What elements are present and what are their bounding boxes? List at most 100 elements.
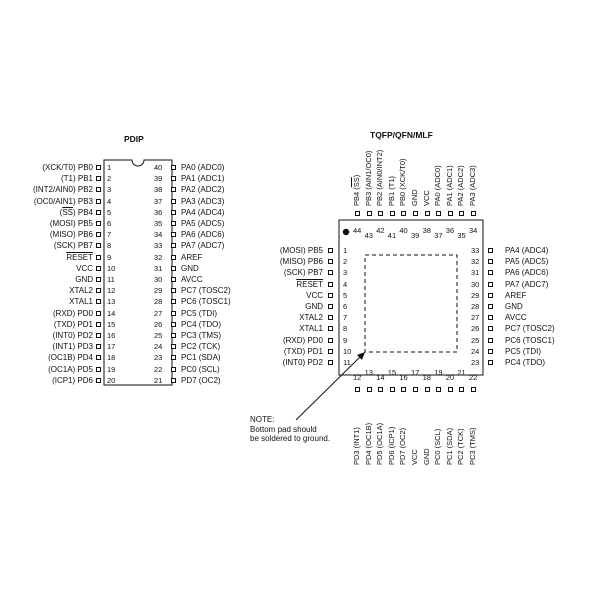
exposed-pad bbox=[364, 254, 458, 353]
pdip-pin-label: (T1) PB1 bbox=[60, 174, 93, 184]
tqfp-pin-pad bbox=[488, 281, 493, 287]
tqfp-pin-label: XTAL2 bbox=[299, 313, 323, 323]
tqfp-pin-number: 10 bbox=[343, 346, 352, 356]
pdip-pin-number: 17 bbox=[107, 342, 116, 352]
tqfp-pin-label: GND bbox=[410, 189, 419, 206]
pdip-pin-pad bbox=[96, 176, 101, 182]
pdip-pin-number: 20 bbox=[107, 375, 116, 385]
pdip-pin-number: 22 bbox=[154, 364, 163, 374]
pdip-pin-pad bbox=[96, 277, 101, 282]
tqfp-pin-pad bbox=[488, 348, 493, 354]
pdip-pin-label: (XCK/T0) PB0 bbox=[42, 163, 93, 172]
tqfp-pin-pad bbox=[488, 315, 493, 321]
pdip-pin-number: 29 bbox=[154, 286, 163, 296]
pdip-pin-number: 32 bbox=[154, 252, 163, 262]
pdip-pin-label: XTAL2 bbox=[69, 286, 93, 296]
pdip-pin-pad bbox=[171, 355, 176, 361]
tqfp-pin-number: 17 bbox=[411, 368, 420, 377]
pdip-body bbox=[103, 159, 173, 386]
pdip-pin-label: (OC1A) PD5 bbox=[48, 364, 93, 374]
tqfp-pin-number: 6 bbox=[343, 302, 348, 311]
tqfp-pin-label: PB1 (T1) bbox=[386, 175, 396, 206]
tqfp-pin-number: 22 bbox=[469, 373, 478, 382]
tqfp-pin-number: 15 bbox=[387, 368, 397, 377]
pdip-pin-label: PC0 (SCL) bbox=[181, 364, 220, 374]
pin1-marker bbox=[342, 228, 350, 236]
tqfp-pin-pad bbox=[328, 259, 333, 265]
tqfp-pin-number: 5 bbox=[343, 290, 348, 300]
tqfp-pin-label: PC3 (TMS) bbox=[468, 427, 477, 466]
pdip-pin-number: 37 bbox=[154, 196, 163, 206]
tqfp-pin-number: 14 bbox=[376, 373, 385, 382]
tqfp-pin-number: 8 bbox=[343, 324, 348, 334]
tqfp-pin-pad bbox=[328, 348, 333, 354]
note-arrow-head bbox=[357, 352, 365, 360]
pdip-pin-pad bbox=[171, 198, 176, 204]
tqfp-pin-label: PB0 (XCK/T0) bbox=[398, 158, 408, 206]
pdip-pin-label: PA1 (ADC1) bbox=[181, 174, 225, 184]
tqfp-pin-pad bbox=[413, 211, 418, 216]
pdip-pin-pad bbox=[96, 355, 101, 361]
tqfp-pin-label: PC2 (TCK) bbox=[456, 428, 466, 465]
pdip-pin-label: (OC0/AIN1) PB3 bbox=[33, 196, 93, 206]
pdip-pin-label: VCC bbox=[76, 263, 93, 273]
pdip-pin-number: 18 bbox=[107, 353, 116, 363]
tqfp-pin-label: PC7 (TOSC2) bbox=[505, 324, 555, 334]
tqfp-pin-pad bbox=[447, 211, 453, 216]
tqfp-pin-pad bbox=[471, 211, 476, 216]
pdip-pin-pad bbox=[96, 254, 101, 260]
tqfp-pin-label: VCC bbox=[306, 290, 323, 300]
pdip-pin-number: 16 bbox=[107, 331, 116, 340]
pdip-pin-pad bbox=[171, 221, 176, 226]
tqfp-pin-label: VCC bbox=[421, 190, 431, 206]
pdip-pin-pad bbox=[171, 176, 176, 182]
tqfp-pin-number: 23 bbox=[471, 358, 480, 367]
tqfp-pin-label: PB4 (SS) bbox=[352, 174, 361, 206]
pdip-pin-label: (OC1B) PD4 bbox=[48, 353, 93, 363]
tqfp-pin-pad bbox=[488, 326, 493, 332]
pdip-pin-pad bbox=[96, 198, 101, 204]
pdip-pin-label: (INT2/AIN0) PB2 bbox=[32, 185, 93, 195]
tqfp-pin-label: RESET bbox=[296, 279, 323, 289]
bottom-pad-note: NOTE: Bottom pad should be soldered to g… bbox=[250, 415, 331, 443]
tqfp-pin-label: (MOSI) PB5 bbox=[279, 246, 323, 255]
pdip-pin-number: 11 bbox=[107, 275, 115, 284]
tqfp-pin-pad bbox=[401, 211, 407, 216]
tqfp-pin-number: 11 bbox=[343, 358, 351, 367]
tqfp-title: TQFP/QFN/MLF bbox=[370, 130, 433, 140]
tqfp-pin-pad bbox=[459, 387, 465, 392]
tqfp-pin-number: 34 bbox=[469, 226, 478, 235]
pdip-pin-label: AVCC bbox=[181, 275, 203, 284]
pdip-pin-label: PA0 (ADC0) bbox=[181, 163, 225, 172]
tqfp-pin-pad bbox=[328, 360, 333, 365]
tqfp-pin-label: PC6 (TOSC1) bbox=[505, 335, 555, 345]
pdip-pin-number: 30 bbox=[154, 275, 163, 284]
tqfp-pin-pad bbox=[366, 211, 372, 216]
pdip-pin-pad bbox=[171, 209, 176, 215]
tqfp-pin-pad bbox=[424, 211, 430, 216]
pdip-pin-pad bbox=[96, 344, 101, 350]
tqfp-pin-pad bbox=[424, 387, 430, 392]
tqfp-pin-pad bbox=[378, 211, 384, 216]
pdip-pin-label: GND bbox=[75, 275, 93, 284]
pdip-pin-pad bbox=[171, 277, 176, 282]
pdip-pin-label: PC6 (TOSC1) bbox=[181, 297, 231, 307]
tqfp-pin-label: VCC bbox=[410, 449, 419, 465]
tqfp-pin-pad bbox=[488, 360, 493, 365]
tqfp-pin-number: 36 bbox=[445, 226, 455, 235]
tqfp-pin-pad bbox=[488, 270, 493, 276]
pdip-pin-pad bbox=[171, 377, 176, 383]
pdip-pin-label: (RXD) PD0 bbox=[52, 308, 93, 318]
tqfp-pin-label: PC4 (TDO) bbox=[505, 358, 545, 367]
pdip-pin-label: (ICP1) PD6 bbox=[52, 375, 93, 385]
tqfp-pin-number: 35 bbox=[457, 231, 466, 240]
pdip-pin-number: 39 bbox=[154, 174, 163, 184]
tqfp-pin-number: 2 bbox=[343, 257, 348, 267]
tqfp-pin-number: 3 bbox=[343, 268, 348, 278]
pdip-pin-pad bbox=[96, 321, 101, 327]
tqfp-pin-pad bbox=[328, 248, 333, 253]
pdip-pin-label: PC5 (TDI) bbox=[181, 308, 217, 318]
tqfp-pin-pad bbox=[328, 315, 333, 321]
pdip-pin-label: PC7 (TOSC2) bbox=[181, 286, 231, 296]
